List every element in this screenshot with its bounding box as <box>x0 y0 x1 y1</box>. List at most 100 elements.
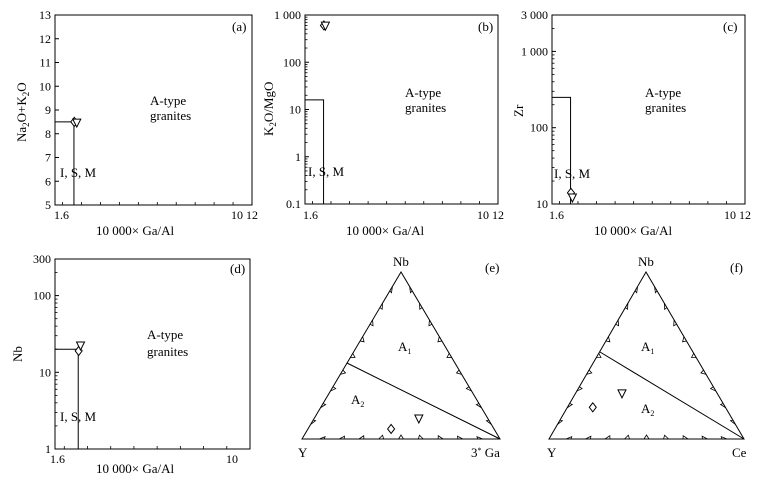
panel-d-field-granites: granites <box>147 344 188 359</box>
panel-a-ytick-label: 11 <box>39 56 51 70</box>
panel-d-ytick-label: 10 <box>39 365 51 379</box>
panel-f-tick-mark <box>682 336 687 343</box>
panel-c-ylabel: Zr <box>511 104 526 117</box>
panel-b-points <box>319 20 331 32</box>
panel-f-field-a1: A1 <box>641 339 654 356</box>
panel-e-tick-mark <box>340 369 347 375</box>
panel-d-ytick-label: 100 <box>33 289 51 303</box>
panel-b-field-ism: I, S, M <box>308 164 345 179</box>
panel-a-field-boundary <box>55 121 75 205</box>
panel-a-x-ticks <box>62 202 234 205</box>
panel-e-corner-right: 3* Ga <box>471 445 500 460</box>
panel-e-tick-mark <box>360 336 365 343</box>
panel-e-tick-mark <box>350 353 356 359</box>
panel-f-tick-mark <box>605 336 611 343</box>
panel-a-ytick-label: 13 <box>39 8 51 22</box>
panel-e-triangle <box>301 271 501 440</box>
panel-a-ylabel: Na2O+K2O <box>14 82 31 142</box>
panel-c-point-triangle-down <box>567 193 578 204</box>
panel-f-point-diamond <box>588 401 597 413</box>
panel-e-tick-mark <box>437 336 442 343</box>
panel-b-ytick-label: 10 <box>289 103 301 117</box>
panel-e-tick-mark <box>379 303 383 311</box>
panel-e-tick-mark <box>338 435 346 440</box>
panel-c-x-ticks <box>559 201 727 204</box>
panel-f-tick-mark <box>729 419 736 425</box>
panel-b-field-atype: A-type <box>405 85 441 100</box>
panel-c-ytick-label: 10 <box>536 197 548 211</box>
panel-f-triangle <box>548 271 745 440</box>
panel-f-label: (f) <box>730 260 743 275</box>
panel-a-field-granites: granites <box>150 108 191 123</box>
panel-e-tick-mark <box>389 286 393 294</box>
panel-d-field-ism: I, S, M <box>60 409 97 424</box>
panel-c-points <box>566 187 578 204</box>
panel-e-ticks <box>310 286 492 440</box>
panel-b-ytick-label: 0.1 <box>286 197 301 211</box>
panel-d-field-atype: A-type <box>147 327 183 342</box>
panel-b-x-ticks <box>312 201 480 204</box>
panel-f-tick-mark <box>663 434 669 440</box>
panel-d-xtick-min: 1.6 <box>50 452 65 466</box>
panel-d-frame <box>54 258 251 450</box>
panel-f-tick-mark <box>576 386 583 392</box>
panel-e-tick-mark <box>320 403 327 409</box>
panel-f-tick-mark <box>625 303 629 311</box>
panel-e-corner-top: Nb <box>393 254 409 269</box>
panel-f-tick-mark <box>673 319 677 327</box>
panel-e-tick-mark <box>428 319 433 327</box>
panel-a-xtick-max: 10 12 <box>231 208 258 222</box>
panel-e-tick-mark <box>475 403 482 409</box>
panel-a-ytick-label: 7 <box>45 151 51 165</box>
panel-f-tick-mark <box>690 353 697 359</box>
panel-f-corner-right: Ce <box>732 445 747 460</box>
panel-a-ytick-label: 5 <box>45 198 51 212</box>
panel-e-tick-mark <box>455 369 462 375</box>
panel-a-ytick-label: 10 <box>39 79 51 93</box>
panel-f-tick-mark <box>709 386 717 392</box>
panel-a-ytick-label: 12 <box>39 32 51 46</box>
panel-e-point-diamond <box>386 423 396 435</box>
panel-f-tick-mark <box>700 369 707 375</box>
panel-f-tick-mark <box>643 434 650 440</box>
panel-e-tick-mark <box>476 436 483 440</box>
panel-d-ytick-label: 1 <box>45 442 51 456</box>
panel-c-field-boundary <box>552 96 572 204</box>
panel-b-ytick-label: 1 000 <box>274 8 301 22</box>
panel-b-xlabel: 10 000× Ga/Al <box>346 223 424 238</box>
panel-f-tick-mark <box>566 403 574 409</box>
panel-f-tick-mark <box>557 419 564 425</box>
panel-e-tick-mark <box>369 319 374 327</box>
panel-c-field-atype: A-type <box>645 85 681 100</box>
panel-a-points <box>70 116 82 129</box>
panel-b-field-granites: granites <box>405 100 446 115</box>
panel-e-tick-mark <box>446 353 452 359</box>
panel-f-tick-mark <box>596 353 602 359</box>
panel-c-xtick-min: 1.6 <box>549 208 564 222</box>
panel-e-tick-mark <box>330 386 337 392</box>
panel-e-tick-mark <box>456 435 464 440</box>
panel-f-tick-mark <box>634 286 638 294</box>
panel-c-frame <box>551 14 746 205</box>
panel-f-tick-mark <box>720 435 728 440</box>
panel-e-tick-mark <box>310 419 317 425</box>
panel-e-label: (e) <box>485 260 499 275</box>
panel-e-field-a1: A1 <box>398 339 411 356</box>
panel-e-points <box>386 414 424 435</box>
panel-a-ytick-label: 9 <box>45 103 51 117</box>
panel-d-xlabel: 10 000× Ga/Al <box>96 461 174 476</box>
panel-d-label: (d) <box>230 261 245 276</box>
panel-e-tick-mark <box>378 434 385 440</box>
panel-b-point-triangle-down <box>320 21 331 32</box>
panel-e-corner-left: Y <box>298 445 308 460</box>
panel-b-xtick-max: 10 12 <box>477 208 504 222</box>
panel-e: (e) Nb Y 3* Ga A1 A2 <box>298 254 501 460</box>
panel-a-ytick-label: 8 <box>45 127 51 141</box>
panel-e-tick-mark <box>398 434 404 440</box>
